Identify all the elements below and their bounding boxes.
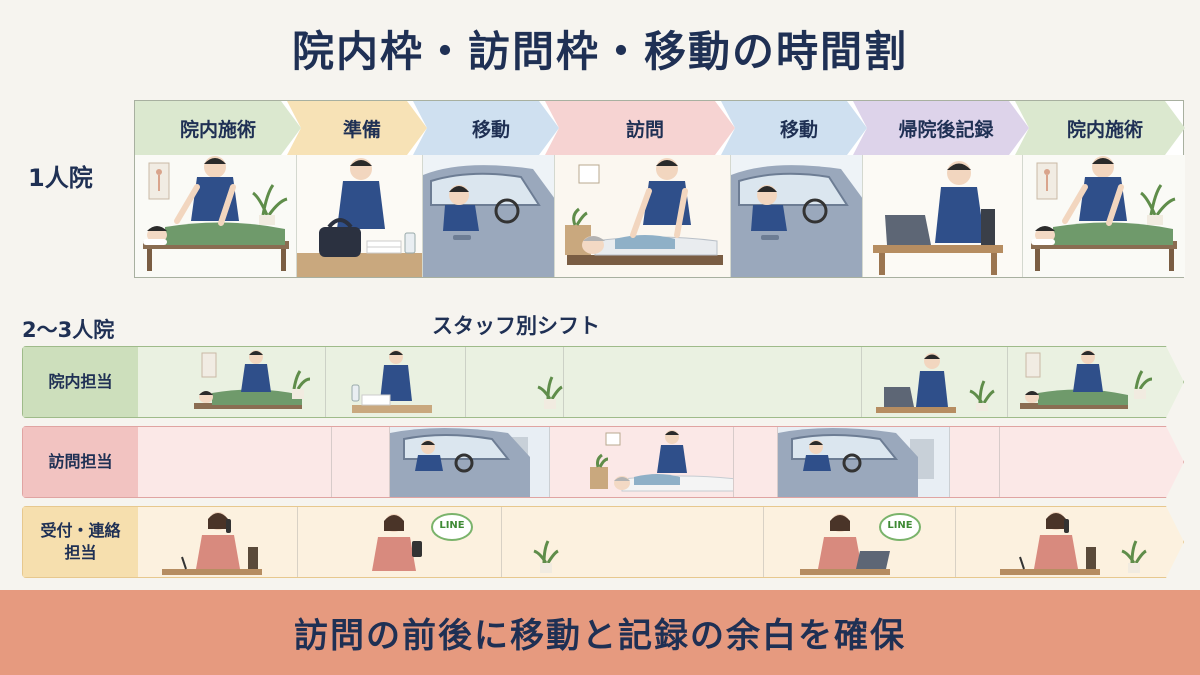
driving-scene-1 xyxy=(423,155,555,277)
solo-clinic-label: 1人院 xyxy=(28,164,93,192)
segment-driving-back xyxy=(778,427,950,497)
role-in-clinic: 院内担当 xyxy=(23,347,138,417)
segment-treatment-2 xyxy=(1008,347,1185,417)
role-reception-line2: 担当 xyxy=(64,543,97,562)
solo-step-row: 院内施術 準備 移動 訪問 移動 帰院後記録 院内施術 xyxy=(135,101,1185,155)
step-travel-back: 移動 xyxy=(721,101,867,155)
segment-empty xyxy=(564,347,862,417)
shift-row-reception: 受付・連絡 担当 LINE xyxy=(22,506,1184,578)
segment-treatment xyxy=(138,347,326,417)
step-travel-out: 移動 xyxy=(413,101,559,155)
step-home-visit: 訪問 xyxy=(545,101,735,155)
segment-phone-call xyxy=(138,507,298,577)
shift-row-home-visit: 訪問担当 xyxy=(22,426,1184,498)
preparation-scene xyxy=(297,155,423,277)
role-reception: 受付・連絡 担当 xyxy=(23,507,138,577)
footer-banner: 訪問の前後に移動と記録の余白を確保 xyxy=(0,590,1200,675)
segment-preparation xyxy=(326,347,466,417)
home-visit-scene xyxy=(555,155,731,277)
step-record-after-return: 帰院後記録 xyxy=(853,101,1029,155)
line-badge-2: LINE xyxy=(887,520,913,531)
step-preparation: 準備 xyxy=(287,101,427,155)
segment-driving-out xyxy=(390,427,550,497)
segment-home-visit xyxy=(550,427,734,497)
segment-empty xyxy=(950,427,1000,497)
segment-empty xyxy=(734,427,778,497)
shift-track-reception: LINE LINE xyxy=(138,507,1183,577)
segment-record xyxy=(862,347,1008,417)
segment-empty xyxy=(332,427,390,497)
step-in-clinic-treatment: 院内施術 xyxy=(135,101,301,155)
solo-timeline: 院内施術 準備 移動 訪問 移動 帰院後記録 院内施術 xyxy=(134,100,1185,278)
treatment-scene-1 xyxy=(135,155,297,277)
laptop-record-scene xyxy=(863,155,1023,277)
step-in-clinic-treatment-2: 院内施術 xyxy=(1015,101,1185,155)
segment-empty xyxy=(138,427,332,497)
role-reception-line1: 受付・連絡 xyxy=(40,521,121,541)
shift-track-in-clinic xyxy=(138,347,1183,417)
segment-laptop-line: LINE xyxy=(764,507,956,577)
segment-idle-plant xyxy=(466,347,564,417)
segment-empty xyxy=(1000,427,1185,497)
team-clinic-label: 2～3人院 xyxy=(22,318,115,342)
page-title: 院内枠・訪問枠・移動の時間割 xyxy=(291,27,908,76)
shift-track-home-visit xyxy=(138,427,1183,497)
line-badge-1: LINE xyxy=(439,520,465,531)
treatment-scene-2 xyxy=(1023,155,1185,277)
segment-phone-call-2 xyxy=(956,507,1185,577)
role-home-visit: 訪問担当 xyxy=(23,427,138,497)
shift-title: スタッフ別シフト xyxy=(432,314,600,338)
driving-scene-2 xyxy=(731,155,863,277)
segment-idle-plant xyxy=(502,507,764,577)
segment-line-message: LINE xyxy=(298,507,502,577)
shift-row-in-clinic: 院内担当 xyxy=(22,346,1184,418)
